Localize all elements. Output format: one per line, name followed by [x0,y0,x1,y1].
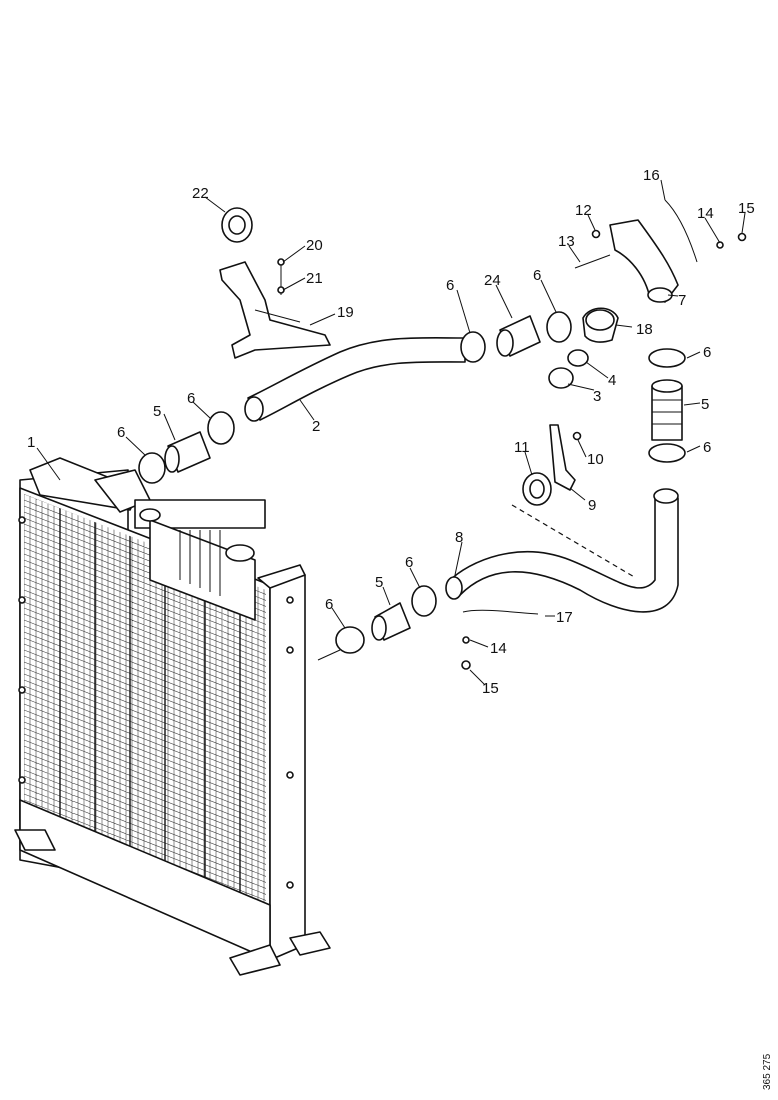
callout-14b: 14 [490,640,507,657]
callout-21: 21 [306,270,323,287]
leader-lines [36,179,746,686]
callout-13: 13 [558,233,575,250]
callout-19: 19 [337,304,354,321]
mounting-bracket [219,261,331,359]
callout-6g: 6 [405,554,413,571]
callout-10: 10 [587,451,604,468]
connecting-sleeve [496,315,541,357]
outlet-elbow-pipe [574,219,679,303]
hose-clamps [138,311,686,654]
lower-charge-air-pipe [445,488,679,613]
callout-22: 22 [192,185,209,202]
callout-6c: 6 [446,277,454,294]
radiator-assembly [14,457,331,976]
callout-20: 20 [306,237,323,254]
callout-labels: 1 2 3 4 5 5 5 6 6 6 6 6 6 6 6 6 7 8 9 10… [27,167,755,697]
callout-14a: 14 [697,205,714,222]
rubber-hoses [164,379,683,641]
callout-24: 24 [484,272,501,289]
callout-11: 11 [514,439,530,456]
radiator-core-mesh [24,494,266,927]
callout-4: 4 [608,372,616,389]
callout-6e: 6 [703,344,711,361]
callout-9: 9 [588,497,596,514]
callout-6b: 6 [187,390,195,407]
callout-16: 16 [643,167,660,184]
callout-6f: 6 [703,439,711,456]
elbow-and-ring [567,307,619,367]
callout-15b: 15 [482,680,499,697]
callout-7: 7 [678,292,686,309]
callout-3: 3 [593,388,601,405]
callout-1: 1 [27,434,35,451]
callout-5c: 5 [701,396,709,413]
routing-line-lower [511,504,637,579]
callout-5b: 5 [375,574,383,591]
fasteners [221,199,747,670]
callout-5a: 5 [153,403,161,420]
callout-6a: 6 [117,424,125,441]
callout-8: 8 [455,529,463,546]
callout-15a: 15 [738,200,755,217]
upper-charge-air-pipe [244,336,466,422]
callout-2: 2 [312,418,320,435]
callout-6d: 6 [533,267,541,284]
callout-17: 17 [556,609,573,626]
callout-12: 12 [575,202,592,219]
callout-18: 18 [636,321,653,338]
callout-6h: 6 [325,596,333,613]
mesh-grid [24,494,266,927]
figure-reference-code: 365 275 [762,1053,773,1090]
